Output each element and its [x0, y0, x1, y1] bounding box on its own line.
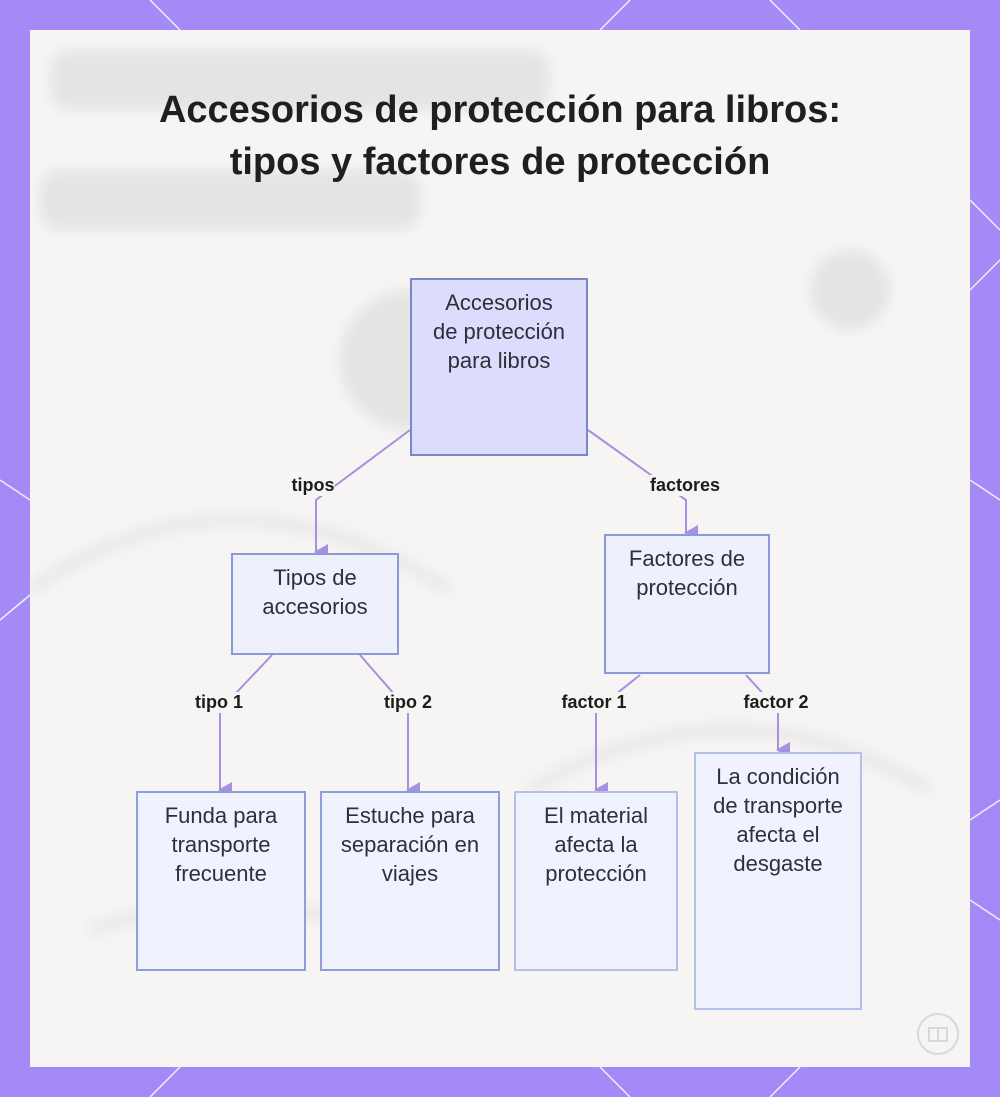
- node-tipos-accesorios: Tipos de accesorios: [231, 553, 399, 655]
- edge-label-tipo1: tipo 1: [195, 692, 243, 713]
- node-root: Accesorios de protección para libros: [410, 278, 588, 456]
- edge-tipo1: [218, 654, 273, 798]
- edge-label-tipo2: tipo 2: [384, 692, 432, 713]
- edge-tipos: [314, 429, 411, 560]
- diagram-title: Accesorios de protección para libros: ti…: [158, 89, 842, 183]
- edge-label-tipos: tipos: [291, 475, 335, 496]
- node-estuche: Estuche para separación en viajes: [320, 791, 500, 971]
- diagram-card: Accesorios de protección para libros: ti…: [30, 30, 970, 1067]
- node-condicion: La condición de transporte afecta el des…: [694, 752, 862, 1010]
- node-material: El material afecta la protección: [514, 791, 678, 971]
- logo-icon: [917, 1013, 959, 1055]
- edge-factores: [587, 429, 698, 541]
- node-factores-proteccion: Factores de protección: [604, 534, 770, 674]
- edge-tipo2: [359, 654, 420, 798]
- edge-label-factores: factores: [649, 475, 721, 496]
- edge-label-factor1: factor 1: [561, 692, 627, 713]
- node-funda: Funda para transporte frecuente: [136, 791, 306, 971]
- edge-label-factor2: factor 2: [743, 692, 809, 713]
